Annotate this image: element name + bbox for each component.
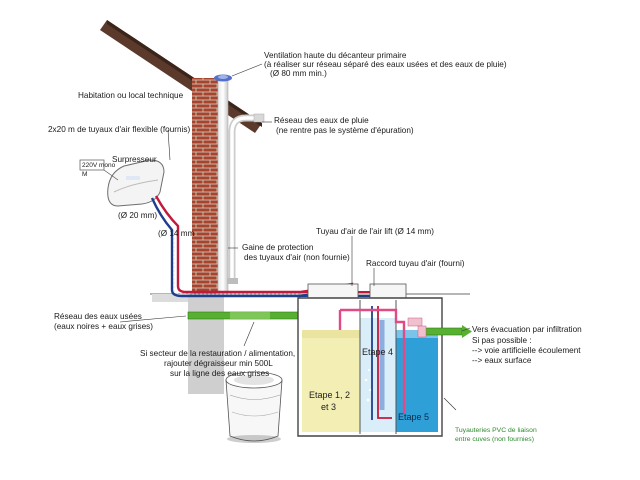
label-stage-123-b: et 3 [321, 402, 336, 412]
label-sheath-2: des tuyaux d'air (non fournie) [244, 253, 350, 262]
label-ventilation-1: Ventilation haute du décanteur primaire [264, 51, 407, 60]
outlet-pipe [417, 325, 472, 338]
label-diam-14: (Ø 14 mm [158, 229, 195, 238]
label-stage-5: Etape 5 [398, 412, 429, 422]
label-stage-4: Etape 4 [362, 347, 393, 357]
treatment-tank [297, 283, 443, 437]
label-coupling: Raccord tuyau d'air (fourni) [366, 259, 465, 268]
label-mains: 220V mono [82, 162, 116, 169]
rain-downpipe [227, 113, 265, 284]
label-sheath-1: Gaine de protection [242, 243, 314, 252]
label-ventilation-3: (Ø 80 mm min.) [270, 69, 327, 78]
label-blower: Surpresseur [112, 155, 157, 164]
ground-slab [152, 294, 188, 302]
label-outlet-1: Vers évacuation par infiltration [472, 325, 582, 334]
label-restaurant-3: sur la ligne des eaux grises [170, 369, 269, 378]
label-diam-20: (Ø 20 mm) [118, 211, 157, 220]
wall-footing [188, 294, 224, 394]
brick-wall [192, 78, 218, 296]
blower-unit [79, 159, 165, 207]
labels: Ventilation haute du décanteur primaire … [48, 51, 582, 443]
label-air-hoses: 2x20 m de tuyaux d'air flexible (fournis… [48, 125, 190, 134]
label-stage-123-a: Etape 1, 2 [309, 390, 350, 400]
label-ventilation-2: (à réaliser sur réseau séparé des eaux u… [264, 60, 507, 69]
label-outlet-3: --> voie artificielle écoulement [472, 346, 581, 355]
label-restaurant-1: Si secteur de la restauration / alimenta… [140, 349, 295, 358]
grease-trap [225, 371, 283, 443]
label-rain-1: Réseau des eaux de pluie [274, 116, 369, 125]
label-pvc-2: entre cuves (non fournies) [455, 436, 534, 443]
wastewater-inlet [187, 311, 299, 320]
label-habitation: Habitation ou local technique [78, 91, 184, 100]
label-wastewater-1: Réseau des eaux usées [54, 312, 142, 321]
label-restaurant-2: rajouter dégraisseur min 500L [164, 359, 273, 368]
label-outlet-4: --> eaux surface [472, 356, 532, 365]
label-mains-m: M [82, 171, 87, 178]
label-rain-2: (ne rentre pas le système d'épuration) [276, 126, 414, 135]
label-airlift: Tuyau d'air de l'air lift (Ø 14 mm) [316, 227, 434, 236]
leader-lines [119, 63, 471, 411]
label-pvc-1: Tuyauteries PVC de liaison [455, 427, 537, 434]
label-outlet-2: Si pas possible : [472, 336, 532, 345]
label-wastewater-2: (eaux noires + eaux grises) [54, 322, 153, 331]
